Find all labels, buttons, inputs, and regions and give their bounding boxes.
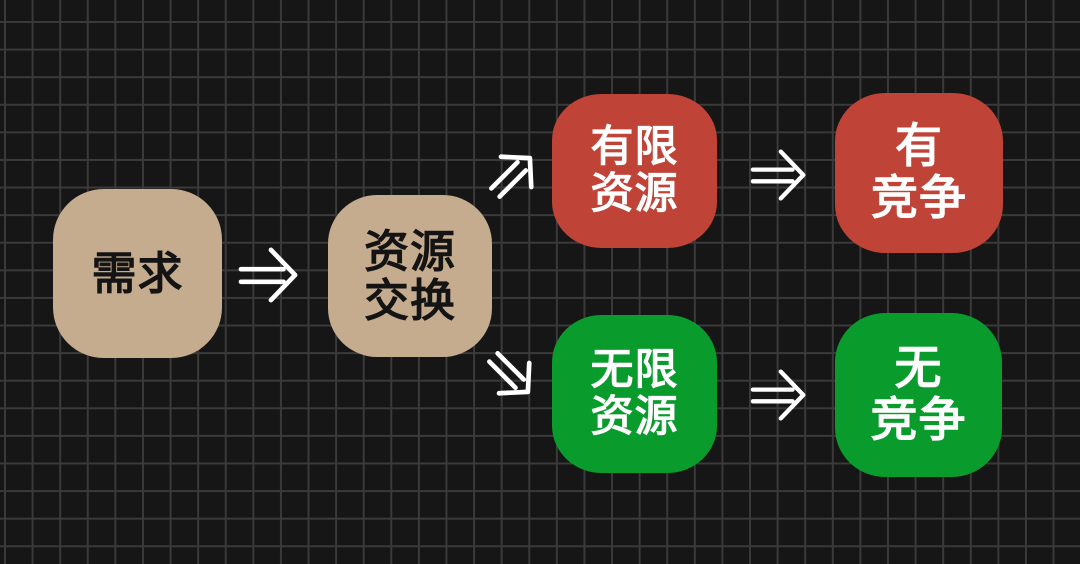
node-unlimited-resources-label-line1: 无限	[590, 344, 679, 395]
arrow-limited-to-competition	[750, 148, 808, 202]
double-right-arrow-icon	[238, 247, 298, 303]
node-demand-label: 需求	[91, 246, 184, 300]
double-down-right-arrow-icon	[487, 351, 532, 396]
node-resource-exchange-label-line2: 交换	[363, 274, 456, 327]
double-right-arrow-icon	[750, 149, 806, 201]
node-competition-label-line1: 有	[895, 119, 943, 175]
node-competition: 有 竞争	[835, 93, 1003, 253]
arrow-demand-to-exchange	[238, 246, 300, 304]
node-demand: 需求	[53, 189, 222, 358]
arrow-exchange-to-unlimited	[475, 339, 545, 409]
node-no-competition-label-line2: 竞争	[870, 393, 967, 448]
node-competition-label-line2: 竞争	[871, 171, 967, 226]
node-limited-resources: 有限 资源	[552, 94, 717, 248]
node-no-competition: 无 竞争	[835, 313, 1002, 477]
node-resource-exchange-label-line1: 资源	[363, 224, 456, 278]
double-up-right-arrow-icon	[489, 154, 534, 199]
node-no-competition-label-line1: 无	[894, 341, 943, 397]
node-resource-exchange: 资源 交换	[328, 195, 492, 357]
double-right-arrow-icon	[750, 369, 806, 421]
node-limited-resources-label-line1: 有限	[590, 121, 679, 172]
arrow-unlimited-to-no-competition	[750, 368, 808, 422]
node-limited-resources-label-line2: 资源	[590, 169, 679, 219]
arrow-exchange-to-limited	[477, 141, 547, 211]
node-unlimited-resources: 无限 资源	[552, 315, 717, 473]
node-unlimited-resources-label-line2: 资源	[590, 392, 679, 442]
